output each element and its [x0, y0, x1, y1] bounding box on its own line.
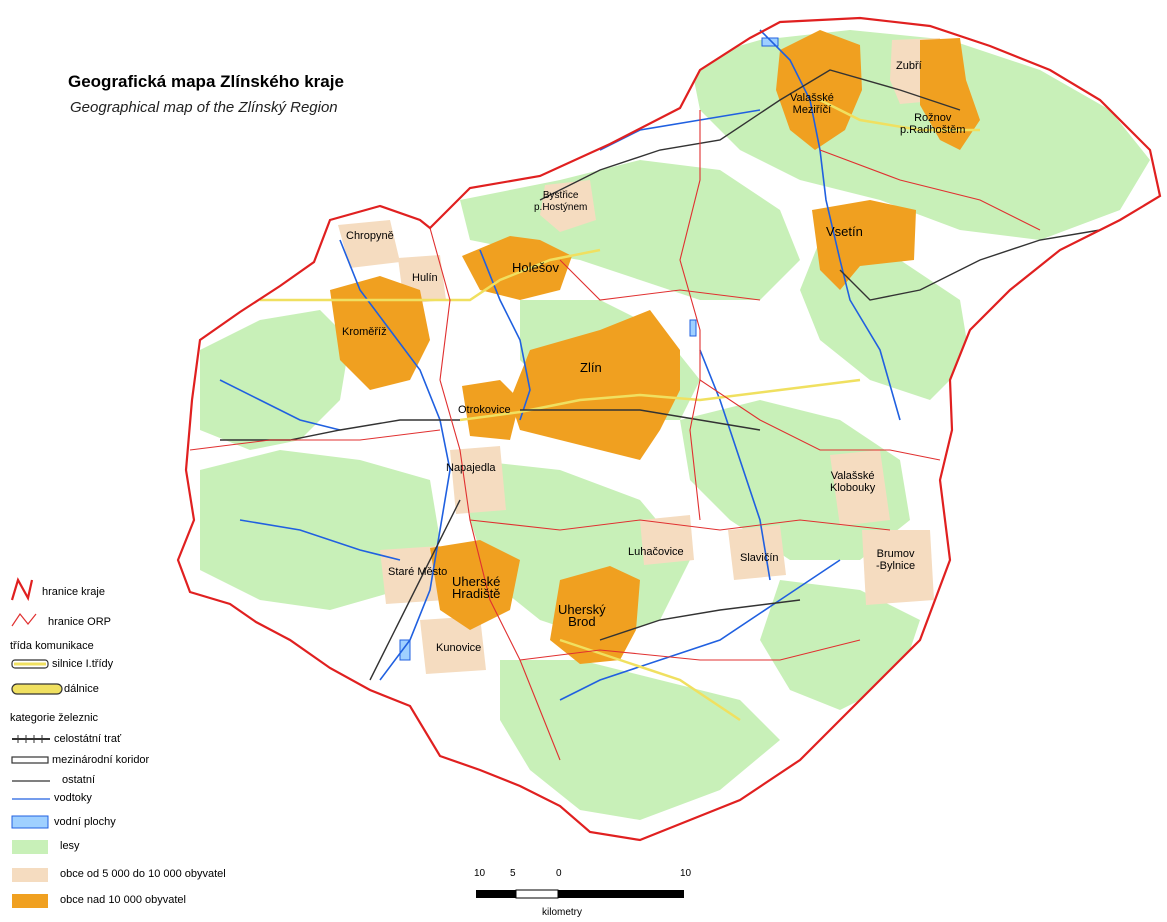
legend-road-class1: silnice I.třídy — [52, 658, 114, 670]
city-label-stare-mesto: Staré Město — [388, 566, 448, 578]
city-label-uhersky-brod: Uherský Brod — [558, 602, 606, 629]
city-label-holesov: Holešov — [512, 260, 559, 275]
legend-rail-heading: kategorie železnic — [10, 712, 99, 724]
city-label-zubri: Zubří — [896, 60, 922, 72]
large-town-areas — [330, 30, 980, 664]
legend-forests: lesy — [60, 840, 80, 852]
scale-bar: 10 5 0 10 kilometry — [470, 868, 700, 922]
legend-motorway: dálnice — [64, 683, 99, 695]
city-label-otrokovice: Otrokovice — [458, 404, 511, 416]
city-label-bystrice: Bystřice p.Hostýnem — [534, 190, 588, 213]
city-label-valasske-mezirici: Valašské Meziříčí — [790, 92, 834, 116]
legend-rail-other: ostatní — [62, 774, 96, 786]
legend-towns-small: obce od 5 000 do 10 000 obyvatel — [60, 868, 226, 880]
city-label-valasske-klobouky: Valašské Klobouky — [830, 470, 876, 494]
legend-rail-international: mezinárodní koridor — [52, 754, 150, 766]
city-label-brumov-bylnice: Brumov -Bylnice — [876, 548, 916, 572]
scale-unit: kilometry — [542, 907, 583, 918]
map-title: Geografická mapa Zlínského kraje — [68, 72, 344, 91]
legend-towns-large: obce nad 10 000 obyvatel — [60, 894, 186, 906]
city-label-hulin: Hulín — [412, 272, 438, 284]
city-label-slavicin: Slavičín — [740, 552, 779, 564]
legend-rivers: vodtoky — [54, 792, 92, 804]
city-label-luhacovice: Luhačovice — [628, 546, 684, 558]
scale-graphic — [476, 889, 684, 899]
legend-water-bodies: vodní plochy — [54, 816, 116, 828]
orp-borders — [189, 110, 1041, 761]
scale-tick-10-left: 10 — [474, 868, 486, 879]
small-town-areas — [338, 38, 944, 674]
legend-region-border: hranice kraje — [42, 586, 105, 598]
city-label-zlin: Zlín — [580, 360, 602, 375]
legend-roads-heading: třída komunikace — [10, 640, 94, 652]
legend-orp-border: hranice ORP — [48, 616, 111, 628]
map-subtitle: Geographical map of the Zlínský Region — [70, 99, 338, 116]
city-label-kunovice: Kunovice — [436, 642, 482, 654]
region-border — [176, 16, 1162, 842]
legend-symbols — [10, 577, 63, 908]
roads — [260, 98, 980, 722]
scale-tick-10-right: 10 — [680, 868, 692, 879]
city-label-uherske-hradiste: Uherské Hradiště — [452, 574, 501, 601]
city-label-chropyne: Chropyně — [346, 230, 394, 242]
city-label-napajedla: Napajedla — [446, 462, 496, 474]
scale-tick-5: 5 — [510, 868, 516, 879]
city-label-roznov: Rožnov p.Radhoštěm — [900, 112, 966, 136]
scale-tick-0: 0 — [556, 868, 562, 879]
legend-rail-national: celostátní trať — [54, 733, 122, 745]
city-label-kromeriz: Kroměříž — [342, 326, 387, 338]
water-bodies — [399, 37, 779, 661]
city-label-vsetin: Vsetín — [826, 224, 863, 239]
legend: hranice kraje hranice ORP třída komunika… — [10, 576, 310, 916]
